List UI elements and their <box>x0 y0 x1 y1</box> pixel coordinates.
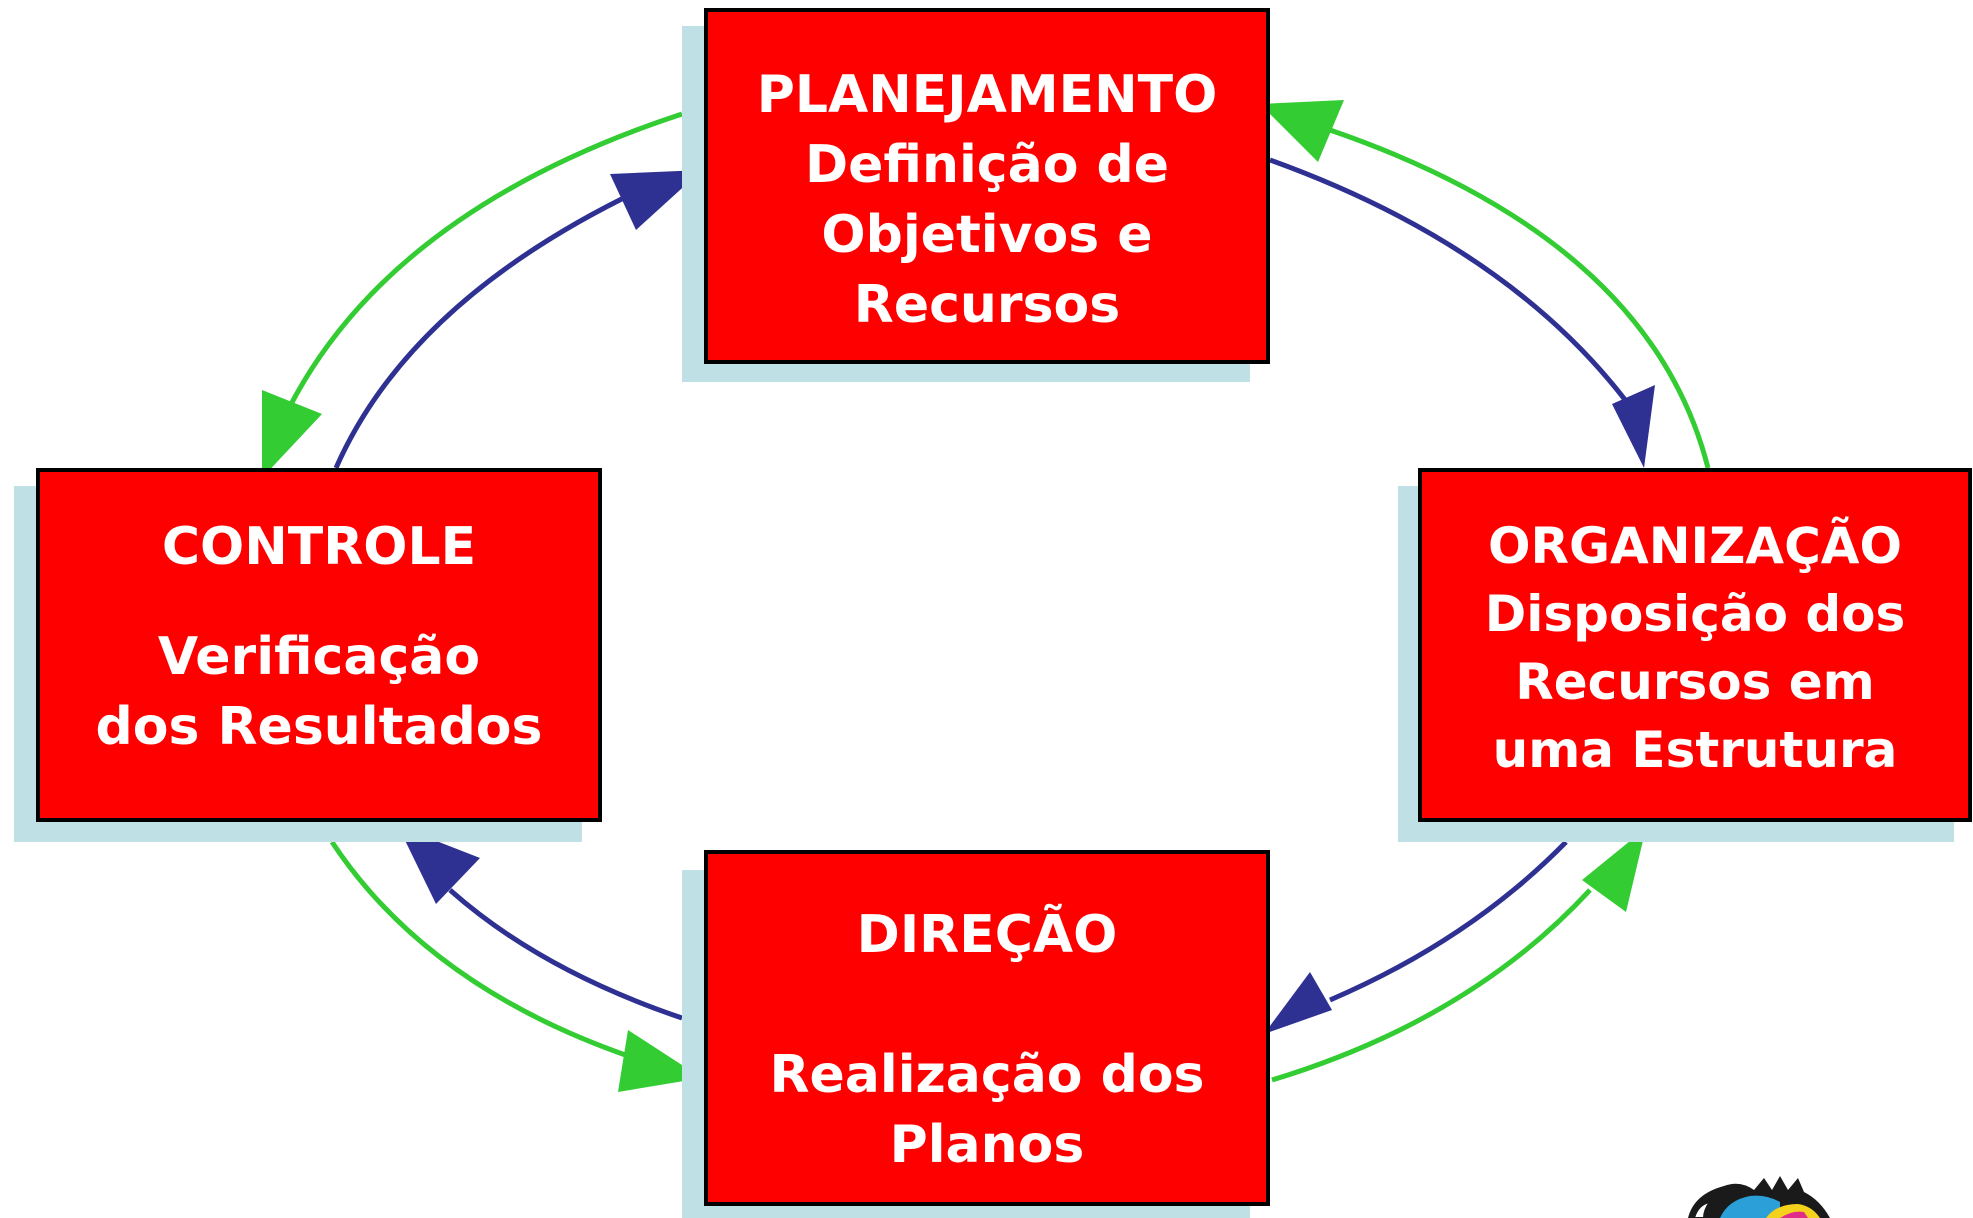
arrow-planejamento-to-organizacao <box>1269 157 1655 468</box>
decorative-logo-icon <box>1688 1176 1830 1218</box>
planejamento-line-2: Objetivos e <box>821 205 1153 265</box>
direcao-box: DIREÇÃO Realização dos Planos <box>704 850 1270 1206</box>
direcao-line-2: Planos <box>889 1115 1085 1175</box>
planejamento-line-3: Recursos <box>853 275 1121 335</box>
controle-line-2: dos Resultados <box>95 697 543 757</box>
planejamento-title: PLANEJAMENTO <box>756 65 1218 125</box>
organizacao-line-1: Disposição dos <box>1484 585 1906 643</box>
controle-line-1: Verificação <box>157 627 481 687</box>
planejamento-line-1: Definição de <box>804 135 1170 195</box>
organizacao-title: ORGANIZAÇÃO <box>1487 517 1903 575</box>
organizacao-box: ORGANIZAÇÃO Disposição dos Recursos em u… <box>1418 468 1972 822</box>
direcao-title: DIREÇÃO <box>856 905 1118 965</box>
controle-box: CONTROLE Verificação dos Resultados <box>36 468 602 822</box>
controle-title: CONTROLE <box>161 517 477 577</box>
planejamento-box: PLANEJAMENTO Definição de Objetivos e Re… <box>704 8 1270 364</box>
arrow-direcao-to-organizacao <box>1271 828 1646 1083</box>
arrow-direcao-to-controle <box>398 826 683 1021</box>
arrow-controle-to-direcao <box>329 840 702 1092</box>
arrow-organizacao-to-direcao <box>1264 840 1568 1034</box>
arrow-organizacao-to-planejamento <box>1260 100 1711 469</box>
organizacao-line-3: uma Estrutura <box>1492 721 1898 779</box>
arrow-planejamento-to-controle <box>262 111 683 478</box>
arrow-controle-to-planejamento <box>333 170 702 470</box>
organizacao-line-2: Recursos em <box>1515 653 1875 711</box>
direcao-line-1: Realização dos <box>769 1045 1205 1105</box>
